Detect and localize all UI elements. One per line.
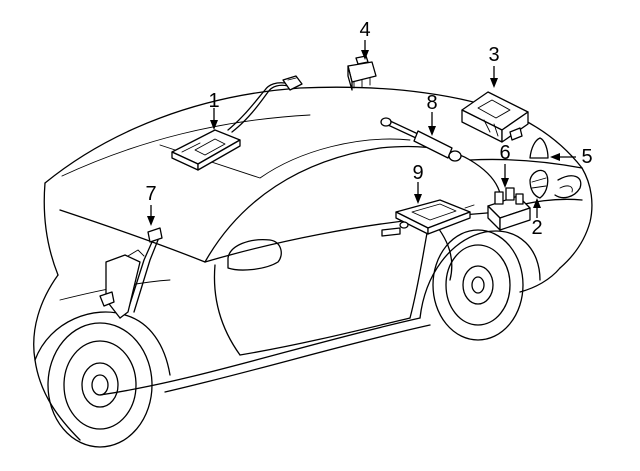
part-9-amplifier — [395, 199, 475, 235]
callout-9: 9 — [412, 162, 424, 184]
part-4-relay — [347, 55, 377, 91]
callout-2: 2 — [531, 217, 543, 239]
part-3-module — [461, 91, 529, 143]
callout-7: 7 — [145, 183, 157, 205]
callout-8: 8 — [426, 92, 438, 114]
callout-6: 6 — [499, 142, 511, 164]
callout-3: 3 — [488, 44, 500, 66]
part-8-lift-support — [380, 117, 462, 162]
part-5-antenna-cap — [529, 137, 549, 159]
callout-4: 4 — [359, 19, 371, 41]
front-wheel — [47, 322, 153, 448]
leader-arrows — [147, 40, 576, 226]
callout-5: 5 — [581, 146, 593, 168]
callout-1: 1 — [208, 90, 220, 112]
part-1-control-module — [171, 75, 303, 171]
rear-wheel — [432, 229, 524, 341]
part-2-antenna-base — [529, 169, 549, 199]
part-7-sensor — [99, 227, 163, 319]
part-6-relay-block — [487, 187, 531, 231]
